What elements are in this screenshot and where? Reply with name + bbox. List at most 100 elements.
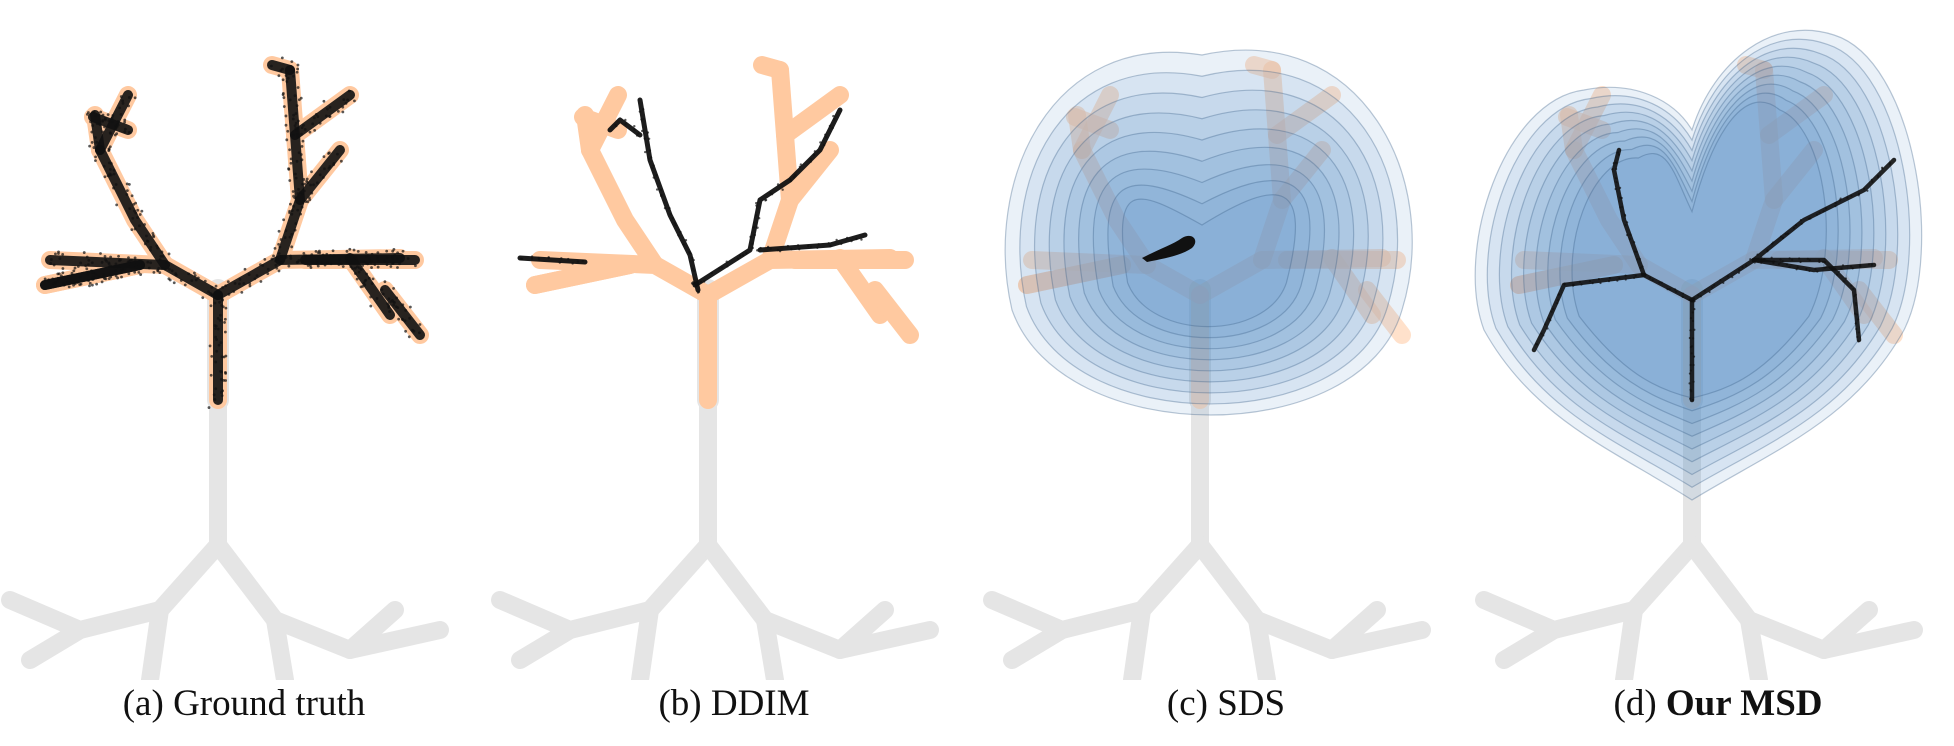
- sample-point: [1791, 258, 1794, 261]
- sample-point: [218, 295, 222, 298]
- sample-point: [380, 288, 384, 291]
- sample-point: [279, 69, 283, 73]
- sample-point: [353, 266, 357, 270]
- sample-point: [100, 148, 104, 152]
- sample-point: [1691, 311, 1694, 314]
- sample-point: [1876, 176, 1880, 179]
- sample-point: [125, 189, 129, 193]
- sample-point: [1792, 226, 1796, 230]
- sample-point: [167, 267, 171, 271]
- sample-point: [322, 99, 326, 103]
- sample-point: [691, 257, 694, 260]
- sample-point: [1689, 329, 1692, 332]
- sample-point: [615, 124, 618, 128]
- sample-point: [99, 110, 103, 114]
- sample-point: [353, 99, 356, 103]
- sample-point: [1690, 390, 1693, 393]
- sample-point: [118, 106, 122, 110]
- sample-point: [157, 267, 161, 270]
- sample-point: [284, 256, 288, 259]
- sample-point: [52, 263, 56, 267]
- sample-point: [828, 124, 832, 128]
- sample-point: [300, 144, 304, 148]
- density-contours: [1474, 29, 1923, 501]
- sample-point: [289, 202, 292, 206]
- sample-point: [1859, 264, 1862, 267]
- sample-point: [396, 251, 400, 255]
- sample-point: [288, 148, 292, 152]
- sample-point: [798, 247, 801, 251]
- sample-point: [294, 176, 298, 180]
- sample-point: [376, 265, 380, 269]
- sample-point: [404, 329, 408, 333]
- sample-point: [137, 267, 141, 271]
- sample-point: [79, 282, 83, 286]
- density-level: [1063, 128, 1355, 372]
- sample-point: [1842, 280, 1845, 283]
- density-level: [1034, 89, 1384, 394]
- sample-point: [193, 274, 197, 277]
- density-level: [1107, 180, 1311, 339]
- sample-point: [179, 279, 183, 282]
- sample-point: [108, 172, 112, 176]
- sample-point: [388, 310, 391, 313]
- sample-point: [242, 282, 246, 285]
- sample-point: [776, 248, 780, 252]
- sample-point: [1634, 250, 1637, 253]
- sample-point: [418, 323, 422, 326]
- source-tree-branch: [831, 601, 894, 659]
- sample-point: [679, 230, 682, 234]
- sample-point: [1540, 332, 1543, 335]
- sample-point: [161, 254, 165, 258]
- samples: [1531, 147, 1897, 403]
- sample-point: [766, 245, 770, 249]
- sample-point: [342, 98, 346, 101]
- sample-point: [289, 157, 293, 161]
- sample-point: [1781, 260, 1784, 263]
- sample-point: [86, 263, 90, 267]
- sample-trace: [95, 145, 170, 270]
- sample-point: [1808, 217, 1811, 220]
- sample-point: [309, 183, 312, 187]
- sample-point: [125, 182, 129, 186]
- sample-point: [291, 190, 295, 193]
- sample-point: [823, 143, 826, 147]
- sample-point: [306, 264, 310, 267]
- sample-point: [642, 108, 645, 111]
- sample-point: [328, 105, 332, 109]
- sample-point: [238, 277, 242, 281]
- sample-point: [290, 245, 294, 249]
- source-tree-branch: [341, 601, 404, 659]
- sample-point: [1689, 369, 1692, 372]
- caption-label: Our MSD: [1665, 683, 1823, 724]
- sample-point: [289, 257, 293, 260]
- sample-point: [296, 192, 300, 196]
- sample-point: [1788, 257, 1791, 260]
- sample-point: [112, 186, 115, 190]
- sample-point: [101, 130, 105, 134]
- sample-point: [1660, 281, 1663, 284]
- sample-point: [356, 260, 360, 264]
- target-tree-branch: [776, 86, 849, 144]
- sample-point: [278, 245, 282, 249]
- sample-point: [1856, 335, 1859, 339]
- sample-point: [1638, 257, 1641, 261]
- sample-point: [280, 56, 284, 60]
- sample-point: [1857, 331, 1861, 334]
- sample-point: [1542, 334, 1545, 337]
- sample-point: [770, 193, 774, 196]
- sample-point: [315, 258, 319, 262]
- sample-point: [769, 247, 772, 251]
- sample-point: [97, 274, 101, 278]
- sample-point: [282, 105, 286, 108]
- sample-point: [224, 370, 227, 374]
- sample-point: [160, 250, 164, 254]
- sample-point: [369, 295, 373, 299]
- target-tree-branch: [1018, 256, 1131, 294]
- sample-point: [152, 235, 156, 239]
- sample-point: [72, 269, 76, 273]
- sample-point: [850, 239, 853, 243]
- source-tree-branch: [983, 536, 1209, 639]
- sample-point: [1690, 345, 1694, 348]
- sample-point: [147, 266, 151, 270]
